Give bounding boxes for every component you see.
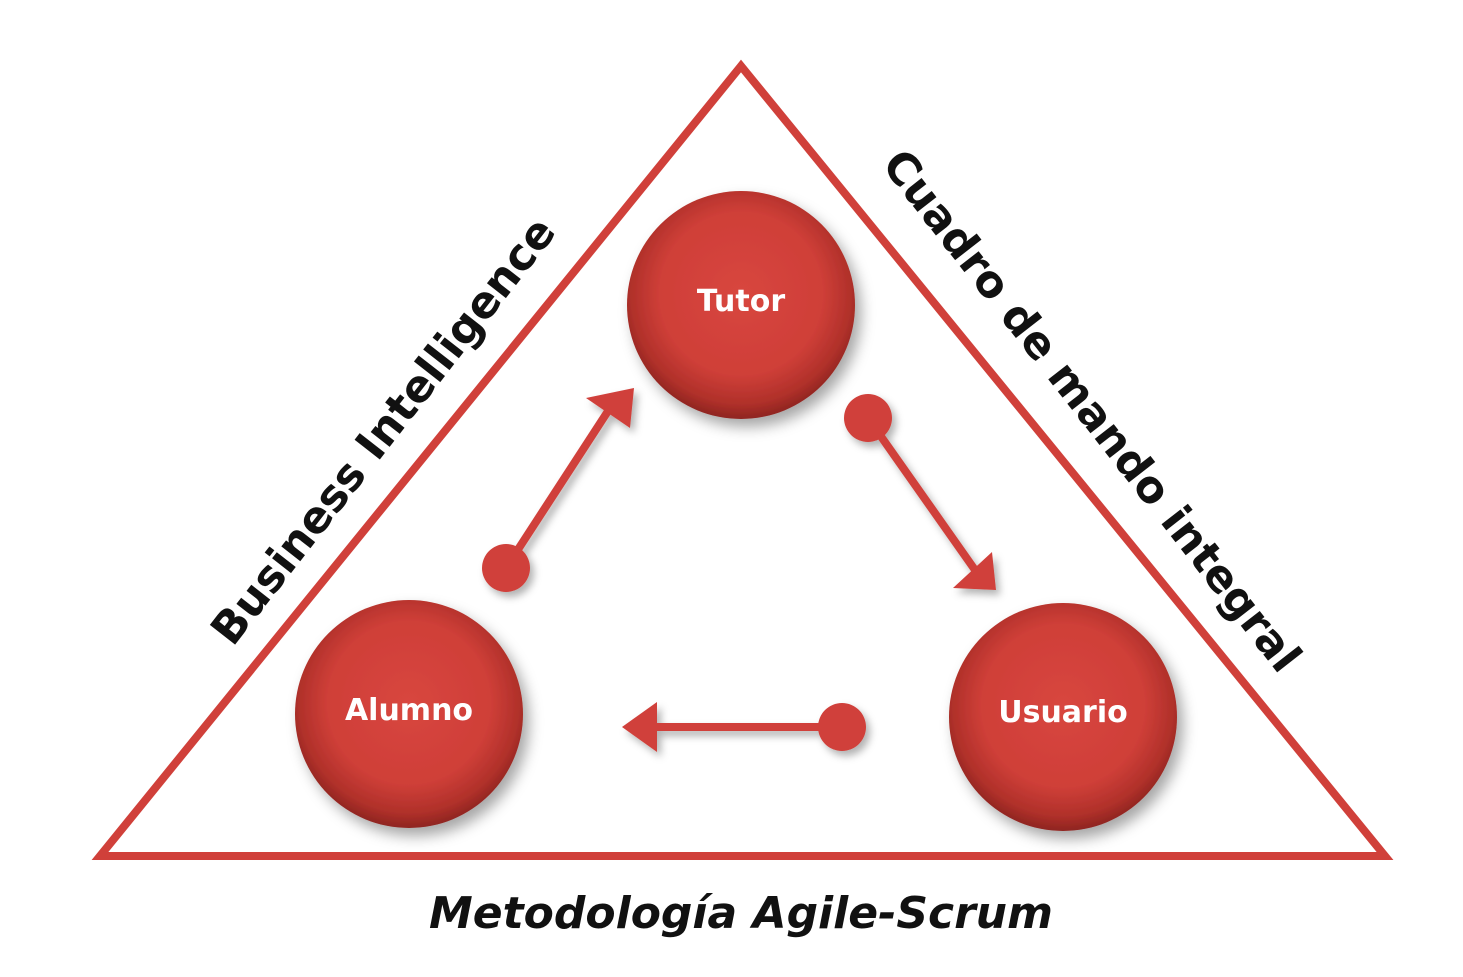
- side-label-right: Cuadro de mando integral: [872, 140, 1311, 682]
- node-usuario: Usuario: [949, 603, 1177, 831]
- node-tutor: Tutor: [627, 191, 855, 419]
- arrow-alumno-to-tutor: [482, 388, 634, 592]
- node-alumno: Alumno: [295, 600, 523, 828]
- node-usuario-label: Usuario: [998, 695, 1128, 730]
- side-label-base: Metodología Agile-Scrum: [429, 888, 1053, 939]
- arrow-tutor-to-usuario: [844, 394, 996, 590]
- frame-triangle: [91, 59, 1394, 860]
- node-alumno-label: Alumno: [345, 693, 473, 728]
- node-tutor-label: Tutor: [697, 284, 785, 319]
- arrow-usuario-to-alumno: [622, 702, 866, 752]
